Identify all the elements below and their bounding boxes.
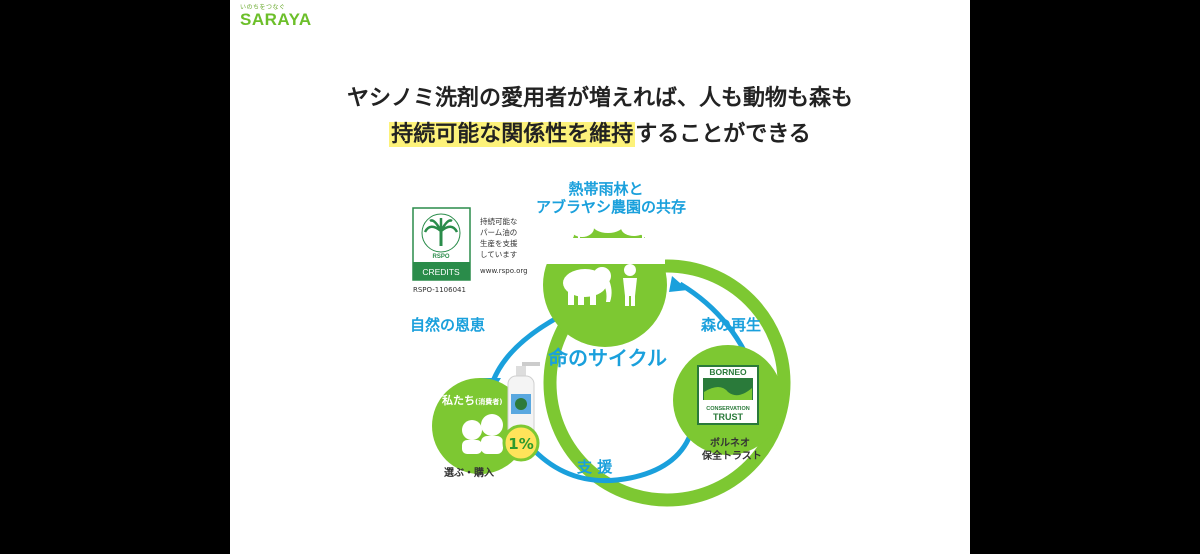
logo-tagline: いのちをつなぐ [240, 4, 286, 11]
forest-label-line2: アブラヤシ農園の共存 [536, 198, 687, 216]
rspo-desc-line: パーム油の [480, 228, 518, 237]
forest-label-line1: 熱帯雨林と [568, 180, 644, 198]
label-support: 支 援 [577, 458, 613, 476]
bct-caption-line1: ボルネオ [710, 438, 750, 449]
rspo-description: 持続可能な パーム油の 生産を支援 しています [480, 216, 518, 260]
rspo-url: www.rspo.org [480, 267, 528, 275]
consumer-caption: 選ぶ・購入 [444, 468, 494, 479]
consumer-title: 私たち(消費者) [442, 392, 502, 408]
slide: いのちをつなぐ SARAYA ヤシノミ洗剤の愛用者が増えれば、人も動物も森も 持… [230, 0, 970, 554]
node-forest [542, 215, 667, 347]
bct-caption-line2: 保全トラスト [702, 451, 762, 462]
rspo-desc-line: 生産を支援 [480, 239, 518, 248]
bct-logo: BORNEO CONSERVATION TRUST [697, 365, 759, 425]
headline-line1: ヤシノミ洗剤の愛用者が増えれば、人も動物も森も [346, 86, 853, 111]
cycle-diagram: CREDITS RSPO [412, 207, 791, 507]
jungle-silhouette-icon [542, 215, 666, 264]
one-percent-badge: 1% [502, 424, 540, 462]
rspo-desc-line: しています [480, 250, 518, 259]
headline-highlight: 持続可能な関係性を維持 [389, 122, 636, 147]
headline-line2: 持続可能な関係性を維持することができる [230, 116, 970, 148]
consumer-sub: (消費者) [475, 398, 503, 406]
node-bct: BORNEO CONSERVATION TRUST [673, 345, 783, 455]
family-icon [462, 414, 503, 454]
bct-bottom: TRUST [713, 412, 743, 422]
palm-tree-icon [423, 218, 459, 246]
rspo-wordmark: RSPO [432, 254, 449, 260]
cycle-ring [543, 259, 791, 507]
bct-mid: CONSERVATION [706, 406, 749, 412]
cycle-center-title: 命のサイクル [548, 346, 667, 370]
consumer-title-text: 私たち [442, 394, 475, 407]
elephant-icon [563, 267, 612, 305]
bct-caption: ボルネオ 保全トラスト [702, 437, 762, 463]
rspo-desc-line: 持続可能な [480, 217, 518, 226]
child-icon [623, 264, 637, 306]
rspo-id: RSPO-1106041 [413, 286, 466, 294]
logo-name: SARAYA [240, 10, 312, 29]
bct-top: BORNEO [709, 367, 747, 377]
forest-node-label: 熱帯雨林と アブラヤシ農園の共存 [536, 180, 687, 216]
saraya-logo: いのちをつなぐ SARAYA [240, 2, 312, 29]
rspo-logo: CREDITS RSPO [412, 207, 471, 281]
rspo-credits: CREDITS [422, 267, 460, 277]
headline-rest: することができる [635, 122, 811, 147]
label-forest-regeneration: 森の再生 [701, 316, 762, 334]
badge-text: 1% [508, 435, 533, 453]
label-nature-benefit: 自然の恩恵 [410, 316, 486, 334]
